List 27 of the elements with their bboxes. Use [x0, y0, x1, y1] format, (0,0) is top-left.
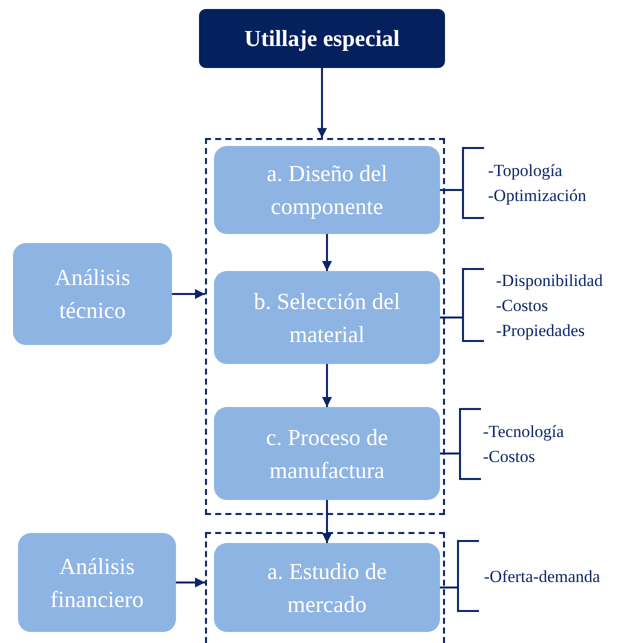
connector-line — [440, 586, 457, 588]
arrow — [172, 289, 205, 299]
list-item: -Tecnología — [483, 421, 565, 443]
process-box: a. Diseño del componente — [214, 146, 440, 234]
arrow — [317, 68, 327, 138]
process-box: a. Estudio de mercado — [214, 543, 440, 632]
process-box: b. Selección del material — [214, 271, 440, 364]
connector-line — [440, 189, 462, 191]
list-item: -Oferta-demanda — [484, 566, 602, 588]
list-item: -Propiedades — [496, 320, 586, 342]
list-item: -Topología — [488, 160, 564, 182]
title-box: Utillaje especial — [199, 9, 445, 68]
arrow — [322, 500, 332, 543]
dashed-group-box — [205, 532, 445, 643]
list-item: -Costos — [483, 446, 536, 468]
process-box: c. Proceso de manufactura — [214, 407, 440, 500]
dashed-group-box — [205, 138, 445, 515]
list-item: -Costos — [496, 294, 549, 316]
arrow — [176, 578, 205, 588]
list-item: -Optimización — [488, 185, 588, 207]
list-item: -Disponibilidad — [496, 270, 604, 292]
process-box: Análisis técnico — [13, 243, 172, 345]
arrow — [322, 364, 332, 407]
connector-line — [440, 316, 462, 318]
process-box: Análisis financiero — [18, 533, 176, 632]
arrow — [322, 234, 332, 271]
connector-line — [440, 452, 459, 454]
